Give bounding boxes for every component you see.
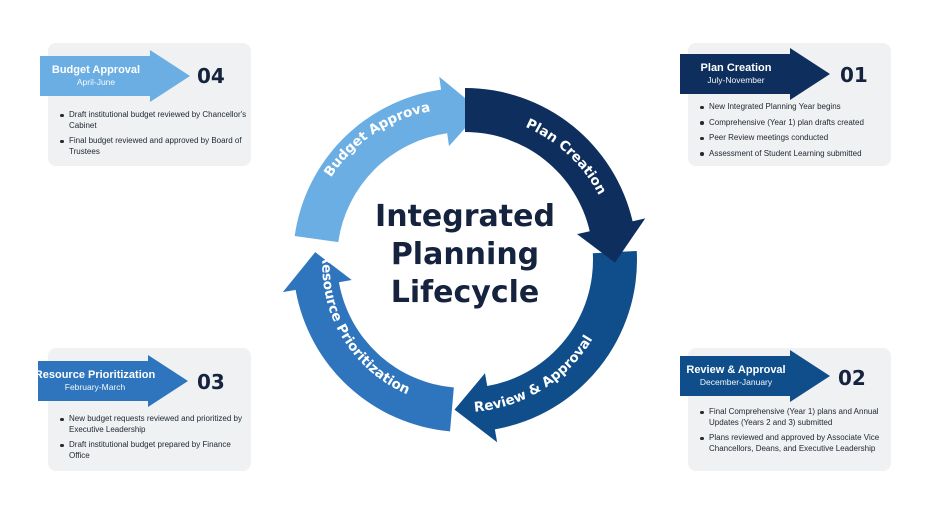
lifecycle-cycle-diagram: Budget Approval Plan Creation Review & A…: [270, 65, 646, 443]
stage-tag-plan-creation: Plan Creation July-November: [680, 54, 792, 94]
bullet-item: New budget requests reviewed and priorit…: [60, 414, 249, 435]
stage-dates: April-June: [76, 77, 116, 87]
stage-number: 04: [197, 64, 225, 88]
cycle-arrows: [282, 76, 646, 443]
stage-bullets-review-approval: Final Comprehensive (Year 1) plans and A…: [698, 407, 889, 459]
stage-tag-arrow-review-approval: [680, 350, 830, 402]
stage-tag-arrow-plan-creation: [680, 48, 830, 100]
stage-title: Budget Approval: [51, 64, 141, 76]
bullet-item: Draft institutional budget prepared by F…: [60, 440, 249, 461]
stage-dates: December-January: [699, 377, 773, 387]
cycle-arrow-budget-approval: [294, 76, 481, 243]
stage-dates: February-March: [64, 382, 126, 392]
stage-title: Resource Prioritization: [34, 369, 156, 381]
bullet-item: Final Comprehensive (Year 1) plans and A…: [700, 407, 889, 428]
stage-title: Plan Creation: [700, 62, 772, 74]
bullet-item: New Integrated Planning Year begins: [700, 102, 894, 113]
center-title: Integrated Planning Lifecycle: [350, 198, 580, 312]
stage-tag-review-approval: Review & Approval December-January: [680, 356, 792, 396]
center-title-line: Planning: [390, 237, 540, 272]
stage-tag-budget-approval: Budget Approval April-June: [40, 56, 152, 96]
bullet-item: Comprehensive (Year 1) plan drafts creat…: [700, 118, 894, 129]
bullet-item: Assessment of Student Learning submitted: [700, 149, 894, 160]
center-title-line: Integrated: [375, 199, 555, 234]
cycle-arrow-plan-creation: [465, 88, 646, 263]
stage-bullets-resource-prioritization: New budget requests reviewed and priorit…: [58, 414, 249, 466]
stage-bullets-budget-approval: Draft institutional budget reviewed by C…: [58, 110, 249, 162]
stage-bullets-plan-creation: New Integrated Planning Year begins Comp…: [698, 102, 894, 164]
bullet-item: Final budget reviewed and approved by Bo…: [60, 136, 249, 157]
stage-dates: July-November: [707, 75, 765, 85]
bullet-item: Peer Review meetings conducted: [700, 133, 894, 144]
bullet-item: Draft institutional budget reviewed by C…: [60, 110, 249, 131]
stage-number: 01: [840, 63, 868, 87]
stage-tag-resource-prioritization: Resource Prioritization February-March: [34, 361, 156, 401]
cycle-arrow-review-approval: [454, 250, 637, 443]
bullet-item: Plans reviewed and approved by Associate…: [700, 433, 889, 454]
stage-title: Review & Approval: [686, 364, 786, 376]
stage-tag-arrow-budget-approval: [40, 50, 190, 102]
stage-number: 03: [197, 370, 225, 394]
cycle-arrow-resource-prioritization: [282, 252, 454, 432]
stage-tag-arrow-resource-prioritization: [38, 355, 188, 407]
stage-number: 02: [838, 366, 866, 390]
center-title-line: Lifecycle: [390, 275, 540, 310]
